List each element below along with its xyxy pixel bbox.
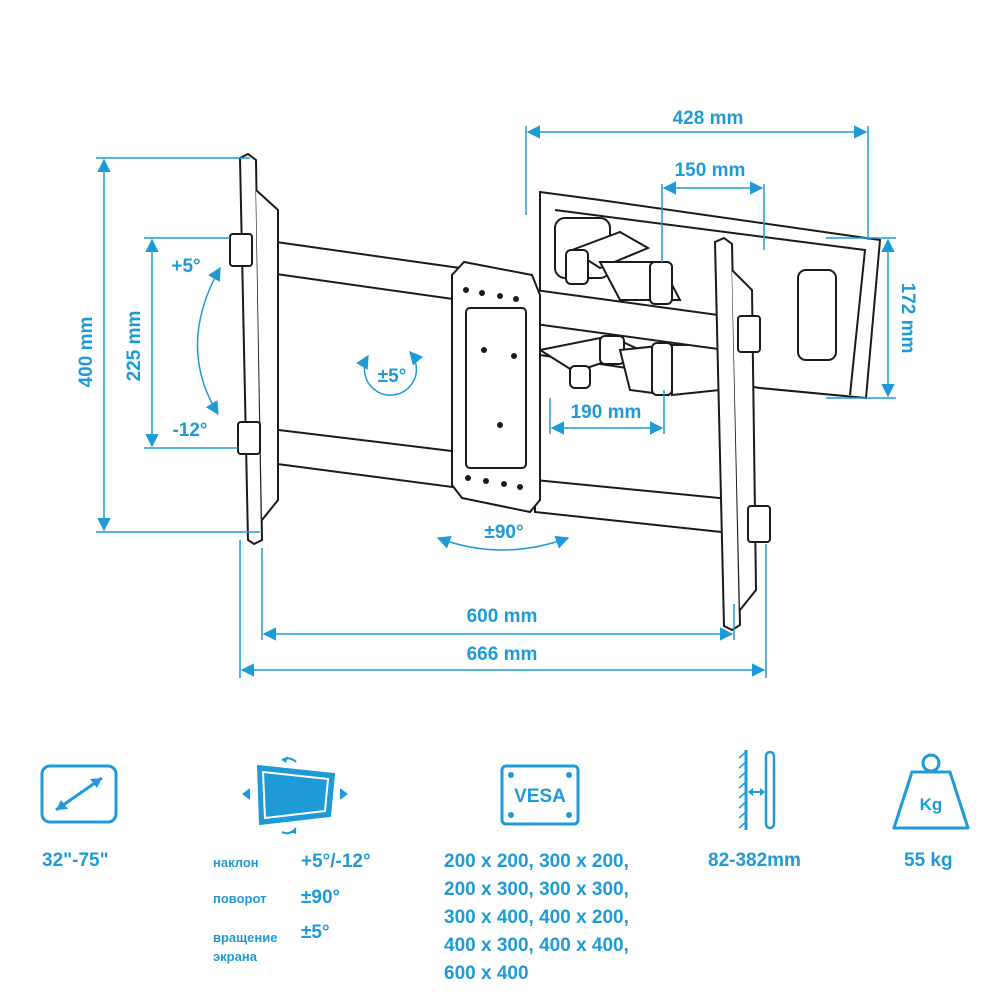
swivel-label: ±90° [484, 522, 523, 543]
adjustment-value: +5°/-12° [301, 851, 371, 872]
tilt-up-label: +5° [171, 256, 200, 277]
vertical-bracket-left [229, 152, 279, 546]
rotation-label: ±5° [378, 366, 407, 387]
adjustment-value: ±5° [301, 922, 330, 943]
vesa-pattern: 400 x 300, 400 x 400, [444, 935, 629, 956]
weight-icon: Kg [892, 753, 970, 830]
screen-size-value: 32"-75" [42, 850, 109, 871]
vesa-pattern: 600 x 400 [444, 963, 529, 984]
adjustment-row-swivel: поворот ±90° [213, 887, 340, 909]
vesa-badge-icon: VESA [500, 764, 580, 826]
tilt-swivel-screen-icon [242, 756, 348, 835]
dim-225: 225 mm [124, 311, 145, 382]
dim-666: 666 mm [467, 644, 538, 665]
weight-badge-label: Kg [920, 795, 943, 814]
vesa-patterns-list: 200 x 200, 300 x 200, 200 x 300, 300 x 3… [444, 848, 674, 988]
dim-600: 600 mm [467, 606, 538, 627]
vesa-badge-label: VESA [514, 786, 566, 807]
tilt-down-label: -12° [172, 420, 207, 441]
vesa-pattern: 300 x 400, 400 x 200, [444, 907, 629, 928]
wall-distance-value: 82-382mm [708, 850, 801, 871]
dim-172: 172 mm [897, 283, 918, 354]
adjustment-label: наклон [213, 855, 259, 870]
adjustment-value: ±90° [301, 887, 341, 908]
articulating-arms [537, 230, 721, 397]
vertical-bracket-right [713, 236, 771, 632]
adjustment-row-rotation: вращение экрана ±5° [213, 922, 330, 966]
mount-diagram: 428 mm 150 mm 172 mm 400 mm 225 mm 190 m… [76, 108, 918, 678]
vesa-pattern: 200 x 300, 300 x 300, [444, 879, 629, 900]
adjustment-row-tilt: наклон +5°/-12° [213, 851, 371, 873]
diagonal-arrow-icon [40, 764, 118, 824]
adjustment-label: вращение экрана [213, 930, 278, 964]
dim-150: 150 mm [675, 160, 746, 181]
dim-190: 190 mm [571, 402, 642, 423]
dim-428: 428 mm [673, 108, 744, 129]
center-plate [451, 260, 541, 514]
adjustment-label: поворот [213, 891, 267, 906]
dim-400: 400 mm [76, 317, 97, 388]
wall-distance-icon [738, 750, 776, 830]
max-load-value: 55 kg [904, 850, 953, 871]
vesa-pattern: 200 x 200, 300 x 200, [444, 851, 629, 872]
